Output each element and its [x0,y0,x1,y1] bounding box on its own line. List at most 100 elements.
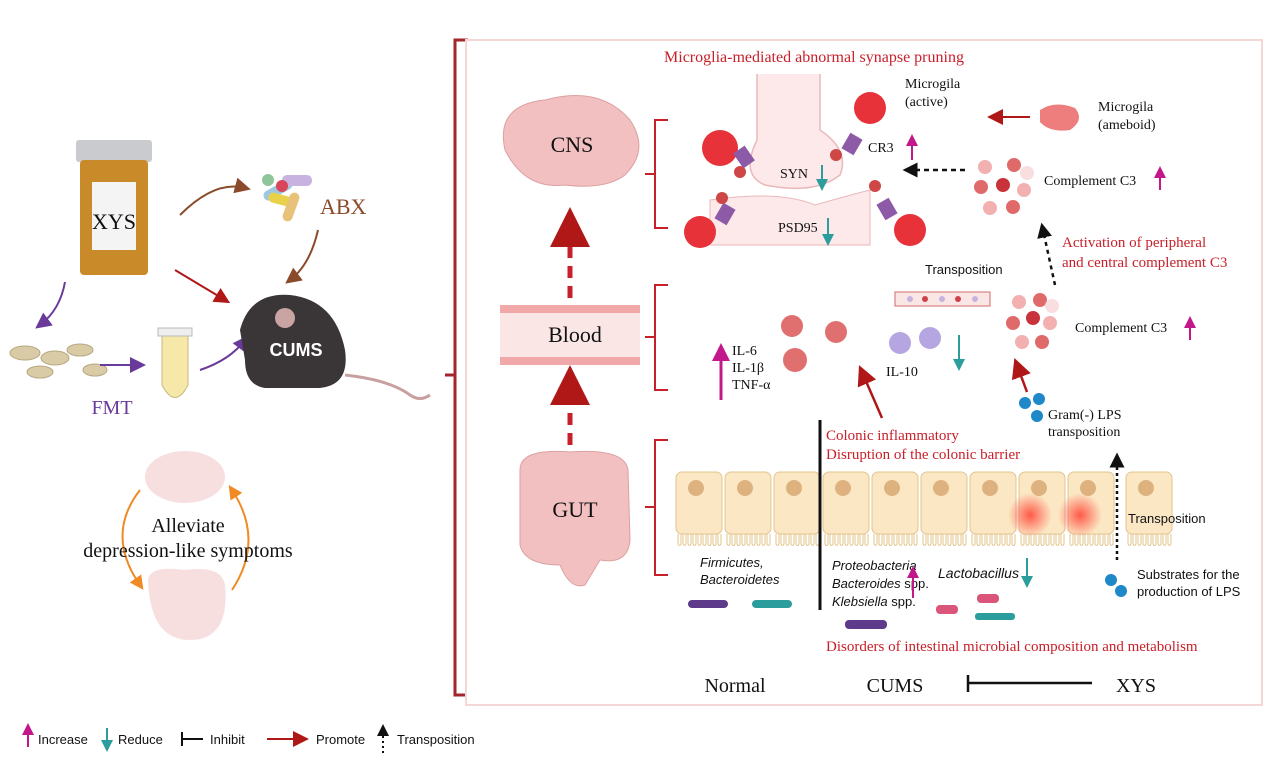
epithelial-cell [969,471,1017,546]
normal-group-label: Normal [704,675,766,697]
complement-c3-peripheral-label: Complement C3 [1075,321,1167,336]
legend-label: Promote [316,732,365,747]
inflammation-label-2: Disruption of the colonic barrier [826,447,1020,463]
disorders-label: Disorders of intestinal microbial compos… [826,639,1198,655]
cytokine-il6: IL-6 [732,344,757,359]
transposition-top-label: Transposition [925,262,1003,277]
lps-molecule-icon [1019,393,1045,422]
microglia-active-label-1: Microgila [905,77,961,92]
cycle-arrow-left [121,489,144,590]
cns-brain-icon: CNS [502,95,640,187]
lps-label-1: Gram(-) LPS [1048,408,1122,423]
substrates-label-2: production of LPS [1137,584,1241,599]
syn-label: SYN [780,167,808,182]
complement-c3-peripheral-icon [1006,293,1059,349]
inflammation-label-1: Colonic inflammatory [826,428,959,444]
transposition-gut-label: Transposition [1128,511,1206,526]
bacterium-icon [845,620,887,629]
synapse-icon [709,74,871,246]
inflammation-spot [1008,493,1052,537]
substrates-label-1: Substrates for the [1137,567,1240,582]
abx-label: ABX [320,194,367,219]
outcome-line-1: Alleviate [151,515,224,537]
microglia-active-label-2: (active) [905,95,948,110]
brain-gut-axis-icon [145,451,226,640]
xys-inhibits-cums-icon [966,675,1092,692]
lps-label-2: transposition [1048,425,1120,440]
cycle-arrow-right [228,484,250,591]
bacterium-icon [688,600,728,608]
abx-to-mouse-arrow [285,229,319,284]
epithelial-cell [871,471,919,546]
legend: Increase Reduce Inhibit Promote Transpos… [22,723,475,753]
inhibit-bar-icon [181,732,203,746]
xys-group-label: XYS [1116,675,1156,697]
blood-bracket [645,284,668,391]
transposition-top-arrow [1037,222,1057,286]
left-panel: XYS ABX FMT CUMS [9,140,431,640]
feces-icon [9,343,108,379]
complement-activation-1: Activation of peripheral [1062,235,1206,251]
bacterium-icon [936,605,958,614]
microglia-ameboid-label-1: Microgila [1098,100,1154,115]
epithelial-cell [822,471,870,546]
cr3-receptors [714,132,898,226]
microglia-ameboid-label-2: (ameboid) [1098,118,1156,133]
bacterium-icon [975,613,1015,620]
legend-label: Transposition [397,732,475,747]
klebsiella-label: Klebsiella spp. [832,594,916,609]
gut-intestine-icon: GUT [519,450,631,587]
main-bracket [445,38,468,697]
proteobacteria-label: Proteobacteria [832,558,917,573]
microglia-ameboid-icon [1040,104,1079,131]
outcome-line-2: depression-like symptoms [83,540,293,562]
gut-bracket [645,439,668,576]
lps-substrate-icon [1105,574,1127,597]
fmt-to-mouse-arrow [199,335,249,371]
inflammation-spot [1058,493,1102,537]
cns-label: CNS [551,132,594,157]
normal-bacteria-2: Bacteroidetes [700,572,780,587]
bottle-to-abx-arrow [179,177,251,216]
c3-bound [716,149,881,204]
legend-label: Increase [38,732,88,747]
microglia-active-cells [684,92,926,248]
test-tube-icon [157,327,193,398]
lactobacillus-label: Lactobacillus [938,565,1019,581]
antibiotic-pills-icon [262,174,312,222]
complement-activation-2: and central complement C3 [1062,255,1227,271]
epithelial-cell [724,471,772,546]
legend-label: Inhibit [210,732,245,747]
vessel-cells-icon [894,291,991,307]
bottle-to-mouse-arrow [174,269,231,304]
bacteroides-label: Bacteroides spp. [832,576,929,591]
cr3-label: CR3 [868,141,894,156]
cytokine-tnfa: TNF-α [732,378,771,393]
blood-label: Blood [548,322,602,347]
legend-label: Reduce [118,732,163,747]
il10-icons [889,327,941,354]
cns-bracket [645,119,668,229]
epithelial-cell [1125,471,1173,546]
bottle-label: XYS [92,209,136,234]
inflammation-to-cytokines-arrow [857,365,884,419]
epithelial-cell [920,471,968,546]
xys-bottle: XYS [76,140,152,275]
cums-group-label: CUMS [867,675,924,697]
psd95-label: PSD95 [778,221,818,236]
bacterium-icon [752,600,792,608]
lps-to-c3-arrow [1011,357,1031,393]
cns-title: Microglia-mediated abnormal synapse prun… [664,49,964,66]
mouse-label: CUMS [270,340,323,360]
bacterium-icon [977,594,999,603]
il10-label: IL-10 [886,365,918,380]
bottle-to-fmt-arrow [35,281,66,329]
mouse-icon: CUMS [240,294,431,400]
cytokine-il1b: IL-1β [732,361,764,376]
normal-bacteria-1: Firmicutes, [700,555,764,570]
complement-c3-central-label: Complement C3 [1044,174,1136,189]
complement-c3-central-icon [974,158,1034,215]
fmt-label: FMT [91,397,132,419]
proinflammatory-cytokine-icons [781,315,847,372]
